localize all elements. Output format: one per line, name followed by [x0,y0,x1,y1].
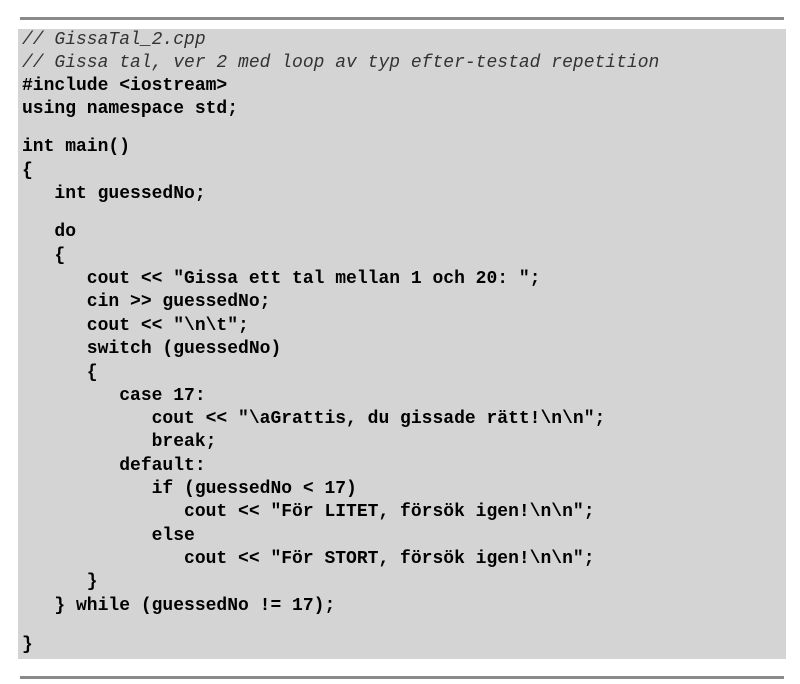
code-line-2: // Gissa tal, ver 2 med loop av typ efte… [22,53,660,73]
code-line-11: cin >> guessedNo; [22,292,271,312]
code-line-8: do [22,222,77,242]
code-line-15: case 17: [22,386,206,406]
code-line-17: break; [22,432,217,452]
code-line-14: { [22,363,98,383]
code-line-5: int main() [22,137,131,157]
code-line-18: default: [22,456,206,476]
code-line-16: cout << "\aGrattis, du gissade rätt!\n\n… [22,409,606,429]
top-divider [20,17,784,20]
code-line-20: cout << "För LITET, försök igen!\n\n"; [22,502,595,522]
code-listing: // GissaTal_2.cpp // Gissa tal, ver 2 me… [18,29,786,659]
code-line-24: } while (guessedNo != 17); [22,596,336,616]
code-line-13: switch (guessedNo) [22,339,282,359]
code-line-9: { [22,246,66,266]
code-line-6: { [22,161,33,181]
code-line-4: using namespace std; [22,99,239,119]
bottom-divider [20,676,784,679]
code-line-21: else [22,526,195,546]
code-line-25: } [22,635,33,655]
code-line-23: } [22,572,98,592]
code-line-12: cout << "\n\t"; [22,316,249,336]
code-line-3: #include <iostream> [22,76,228,96]
code-line-19: if (guessedNo < 17) [22,479,357,499]
code-line-22: cout << "För STORT, försök igen!\n\n"; [22,549,595,569]
code-line-7: int guessedNo; [22,184,206,204]
code-line-1: // GissaTal_2.cpp [22,30,206,50]
code-line-10: cout << "Gissa ett tal mellan 1 och 20: … [22,269,541,289]
